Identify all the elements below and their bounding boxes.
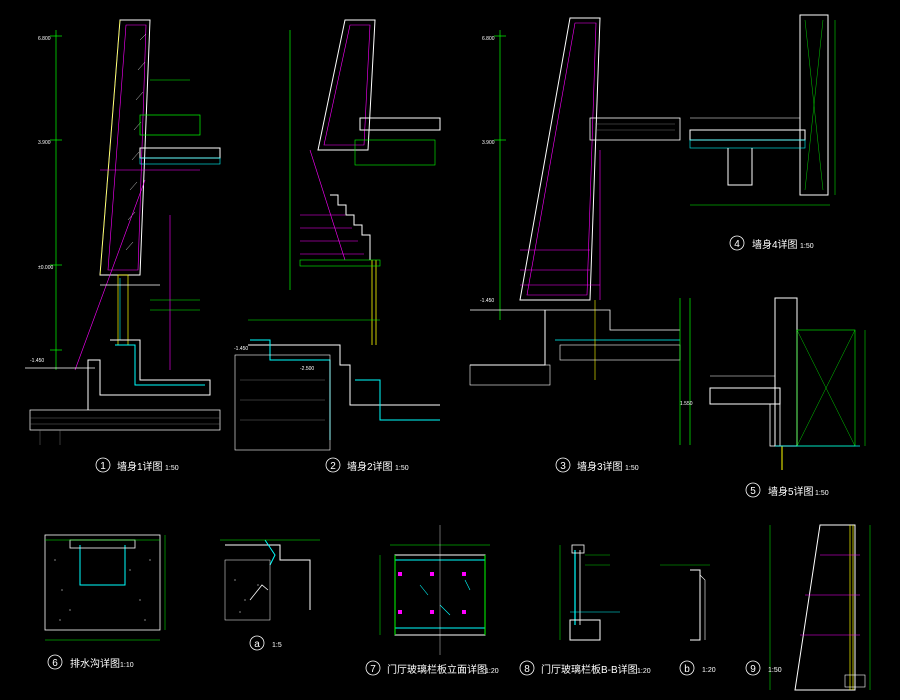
detail-b-number: b [684,664,690,675]
detail-4-scale: 1:50 [800,243,814,250]
detail-5-wall-section: 1.550 5 墙身5详图 1:50 [679,297,866,498]
detail-2-title: 墙身2详图 [347,460,393,473]
detail-2-scale: 1:50 [395,465,409,472]
detail-8-title: 门厅玻璃栏板B-B详图 [541,663,638,676]
elev-3-top: 6.800 [482,36,495,42]
detail-6-scale: 1:10 [120,662,134,669]
detail-5-circle [745,482,761,498]
elev-2-a: -1.450 [234,346,248,352]
detail-1-scale: 1:50 [165,465,179,472]
detail-3-circle [555,457,571,473]
detail-6-drainage: 6 排水沟详图 1:10 [44,534,166,670]
detail-5-scale: 1:50 [815,490,829,497]
detail-5-number: 5 [750,486,756,497]
elev-1-ground: ±0.000 [38,265,53,271]
detail-7-circle [365,660,381,676]
detail-4-number: 4 [734,239,740,250]
detail-4-wall-section: 4 墙身4详图 1:50 [689,14,836,251]
detail-3-title: 墙身3详图 [577,460,623,473]
detail-3-number: 3 [560,461,566,472]
detail-9-wall-section: 9 1:50 [745,524,871,691]
detail-2-wall-section: -1.450 -2.500 2 墙身2详图 1:50 [234,19,441,473]
elev-5: 1.550 [680,401,693,407]
elev-2-b: -2.500 [300,366,314,372]
elev-1-mid: 3.900 [38,140,51,146]
elev-3-base: -1.450 [480,298,494,304]
detail-6-circle [47,654,63,670]
detail-b: b 1:20 [660,564,716,676]
detail-6-number: 6 [52,658,58,669]
detail-4-title: 墙身4详图 [752,238,798,251]
detail-8-number: 8 [524,664,530,675]
detail-1-number: 1 [100,461,106,472]
detail-a-scale: 1:5 [272,642,282,649]
detail-3-scale: 1:50 [625,465,639,472]
detail-1-title: 墙身1详图 [117,460,163,473]
detail-b-circle [679,660,695,676]
detail-2-circle [325,457,341,473]
detail-6-title: 排水沟详图 [70,657,120,670]
detail-7-scale: 1:20 [485,668,499,675]
detail-a: a 1:5 [220,539,320,651]
detail-5-title: 墙身5详图 [768,485,814,498]
elev-1-base: -1.450 [30,358,44,364]
detail-7-railing-elevation: 7 门厅玻璃栏板立面详图 1:20 [365,525,499,676]
elev-1-top: 6.800 [38,36,51,42]
detail-9-scale: 1:50 [768,667,782,674]
detail-3-wall-section: 6.800 3.900 -1.450 3 墙身3详图 1:50 [469,17,681,473]
detail-7-title: 门厅玻璃栏板立面详图 [387,663,487,676]
detail-7-number: 7 [370,664,376,675]
detail-4-circle [729,235,745,251]
detail-b-scale: 1:20 [702,667,716,674]
detail-9-number: 9 [750,664,756,675]
elev-3-mid: 3.900 [482,140,495,146]
detail-a-number: a [254,639,260,650]
detail-1-circle [95,457,111,473]
detail-2-number: 2 [330,461,336,472]
detail-8-scale: 1:20 [637,668,651,675]
detail-a-circle [249,635,265,651]
detail-9-circle [745,660,761,676]
detail-8-railing-section: 8 门厅玻璃栏板B-B详图 1:20 [519,544,651,676]
detail-1-wall-section: 6.800 3.900 ±0.000 -1.450 1 墙身1详图 1:50 [25,19,221,473]
detail-8-circle [519,660,535,676]
